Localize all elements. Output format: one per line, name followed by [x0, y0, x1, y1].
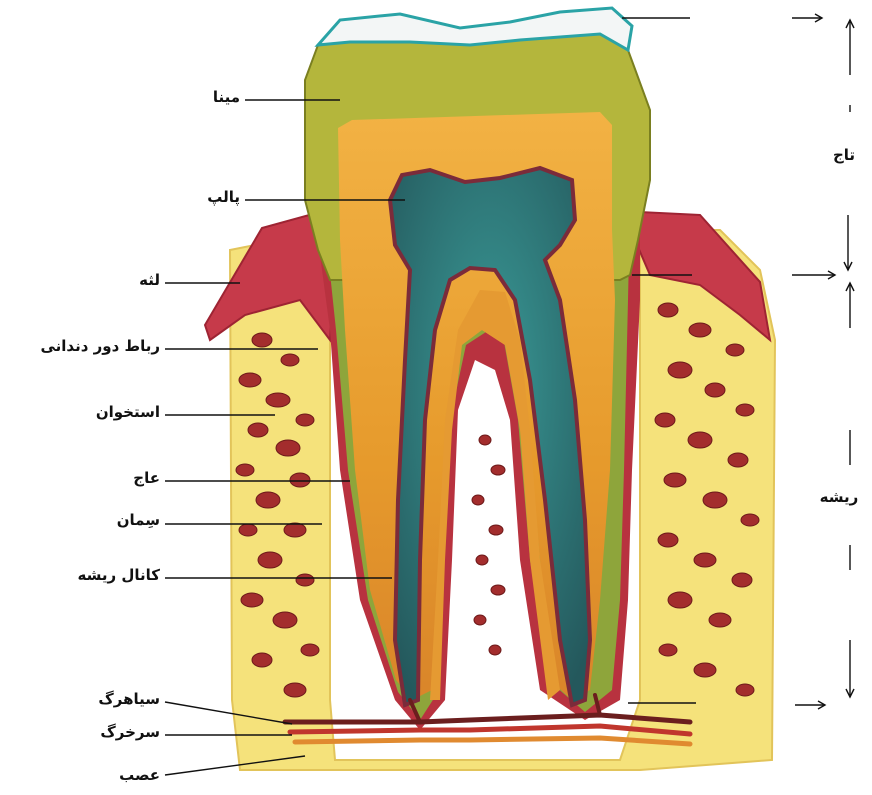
label-gum: لثه	[110, 273, 160, 288]
label-vein: سیاهرگ	[80, 692, 160, 707]
label-periodontal-ligament: رباط دور دندانی	[6, 339, 160, 354]
label-artery: سرخرگ	[80, 725, 160, 740]
label-cementum: سِمان	[100, 513, 160, 528]
label-root-canal: کانال ریشه	[50, 568, 160, 583]
label-enamel: مینا	[196, 90, 240, 105]
label-nerve: عصب	[100, 768, 160, 783]
label-pulp: پالپ	[190, 190, 240, 205]
label-root: ریشه	[808, 490, 870, 505]
label-dentin: عاج	[110, 471, 160, 486]
label-bone: استخوان	[60, 405, 160, 420]
label-crown: تاج	[822, 148, 866, 163]
